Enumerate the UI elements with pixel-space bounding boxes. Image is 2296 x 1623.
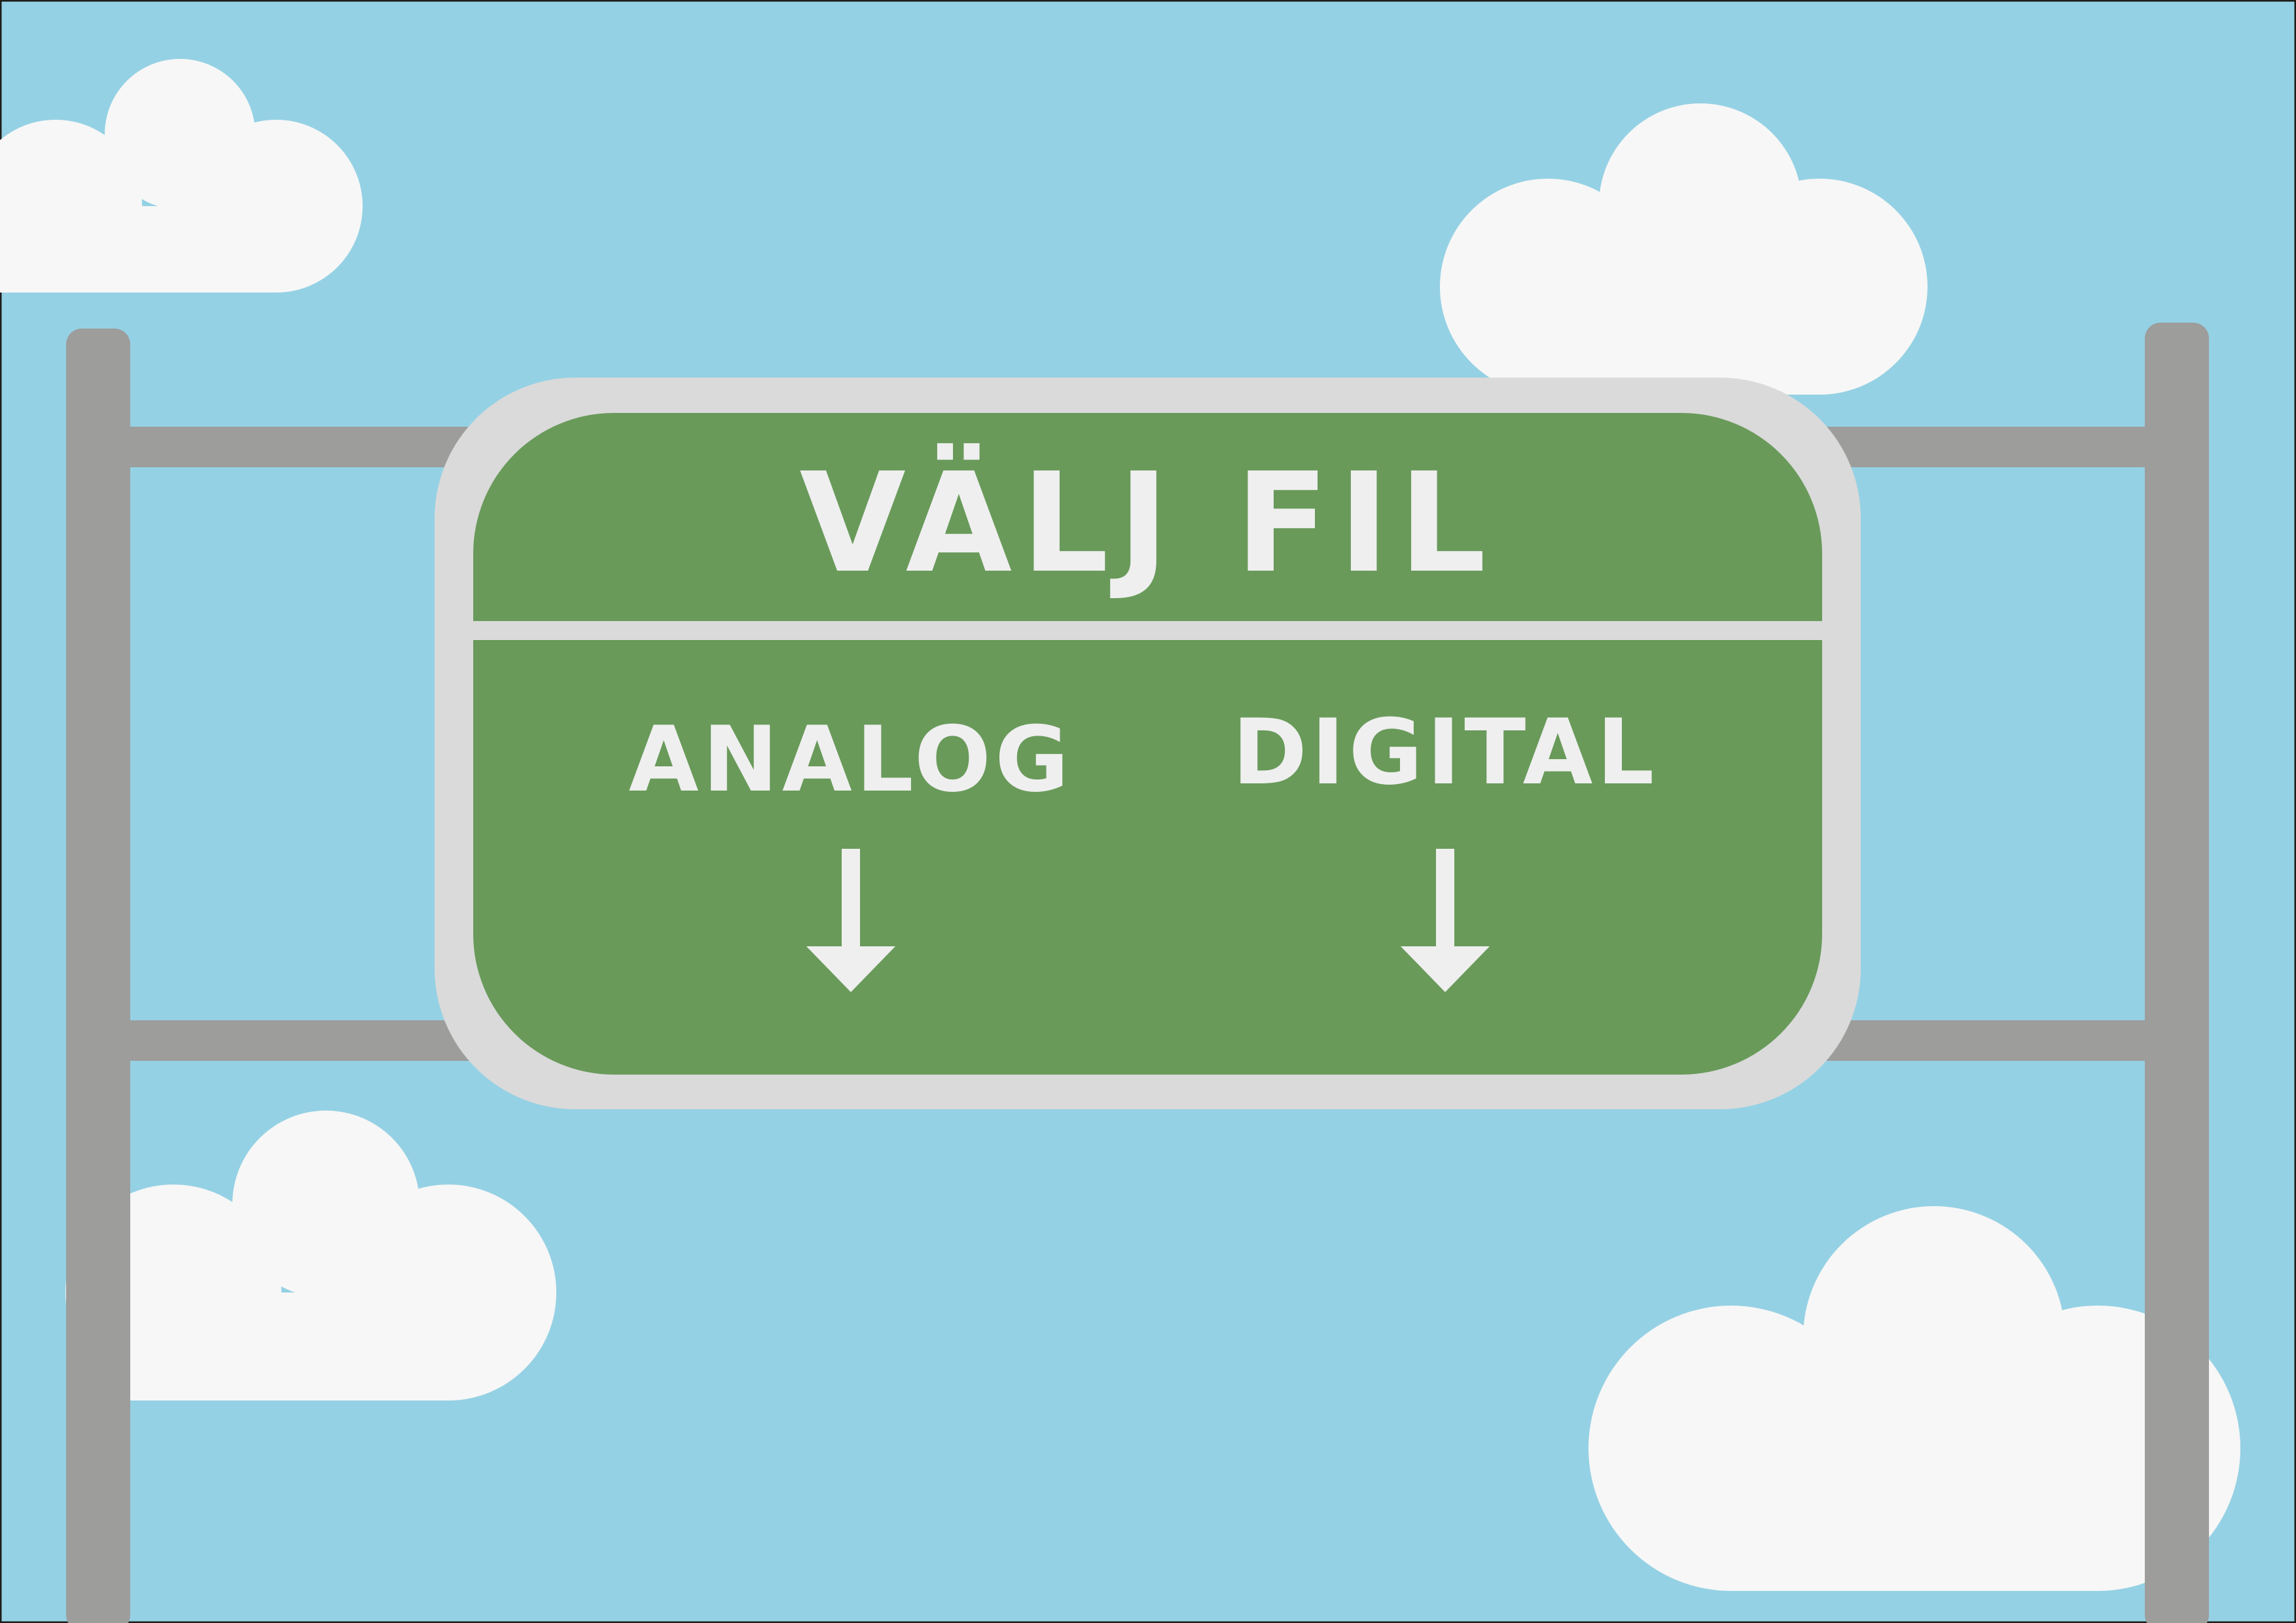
sign-title: VÄLJ FIL <box>799 442 1495 603</box>
cloud-icon <box>1440 103 1928 395</box>
arrow-down-icon <box>806 849 895 992</box>
lane-label-digital: DIGITAL <box>1232 700 1659 805</box>
arrow-down-icon <box>1401 849 1490 992</box>
left-post <box>66 329 130 1623</box>
lane-label-analog: ANALOG <box>629 707 1073 812</box>
right-post <box>2145 323 2209 1623</box>
sign-face <box>473 413 1822 1075</box>
cloud-icon <box>0 59 363 293</box>
sign-divider <box>473 621 1822 640</box>
